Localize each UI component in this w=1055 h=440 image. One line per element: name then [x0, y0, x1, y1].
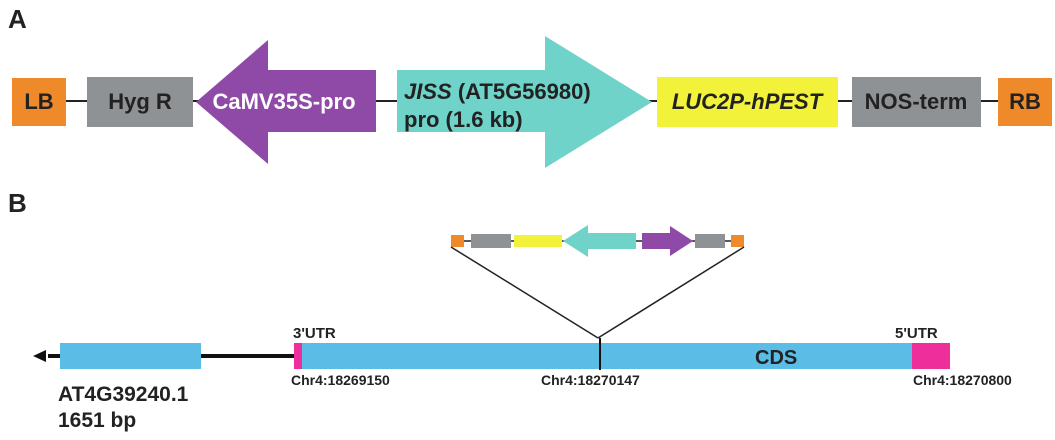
coord-left-label: Chr4:18269150 — [291, 372, 390, 388]
utr5-label: 5'UTR — [895, 325, 938, 342]
luc-label: LUC2P-hPEST — [672, 89, 824, 114]
gene-length-label: 1651 bp — [58, 409, 136, 432]
coord-mid-label: Chr4:18270147 — [541, 372, 640, 388]
jiss-promoter-arrow — [397, 36, 652, 168]
jiss-label-line2: pro (1.6 kb) — [404, 107, 523, 132]
utr5-box — [912, 343, 950, 369]
cds-label: CDS — [755, 347, 797, 369]
lb-label: LB — [24, 89, 53, 114]
mini-nos-box — [695, 234, 725, 248]
mini-rb-box — [731, 235, 744, 247]
mini-luc-box — [514, 235, 562, 247]
direction-arrow-icon — [33, 350, 46, 362]
utr3-label: 3'UTR — [293, 325, 336, 342]
insertion-line-left — [450, 246, 599, 339]
nos-term-label: NOS-term — [865, 89, 968, 114]
mini-lb-box — [451, 235, 464, 247]
insertion-line-right — [597, 246, 745, 339]
utr3-box — [294, 343, 302, 369]
jiss-gene-id: (AT5G56980) — [452, 79, 591, 104]
coord-right-label: Chr4:18270800 — [913, 372, 1012, 388]
nos-terminator-box — [852, 77, 981, 127]
gene-id-label: AT4G39240.1 — [58, 383, 189, 406]
rb-box — [998, 78, 1052, 126]
hyg-r-label: Hyg R — [108, 89, 172, 114]
hyg-r-box — [87, 77, 193, 127]
jiss-gene-name: JISS — [404, 79, 452, 104]
camv35s-promoter-arrow — [196, 40, 376, 164]
lb-box — [12, 78, 66, 126]
luc-reporter-box — [657, 77, 838, 127]
exon-1-box — [60, 343, 201, 369]
rb-label: RB — [1009, 89, 1041, 114]
mini-jiss-arrow — [563, 225, 636, 257]
panel-label-a: A — [8, 4, 27, 34]
jiss-label-line1: JISS (AT5G56980) — [404, 79, 591, 104]
camv35s-label: CaMV35S-pro — [212, 89, 355, 114]
mini-hyg-box — [471, 234, 511, 248]
mini-camv-arrow — [642, 226, 693, 256]
panel-label-b: B — [8, 188, 27, 218]
cds-box — [302, 343, 912, 369]
